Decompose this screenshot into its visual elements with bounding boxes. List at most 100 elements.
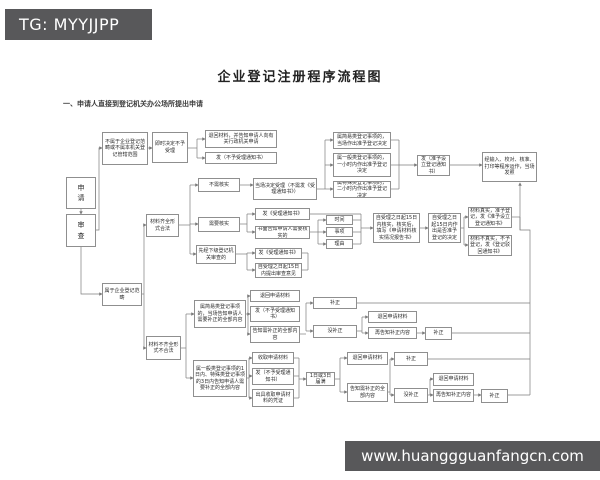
flow-node-label: 退回申请材料 (438, 376, 469, 383)
flow-node-label: 属特殊类登记事项的，二小时内作出准予登记决定 (336, 181, 387, 198)
flow-node-noacc2: 发（不予受理通知书） (250, 306, 300, 322)
flow-node-false: 材料不真实，不予登记，发《登记驳回通知书》 (468, 235, 512, 256)
flow-node-review: 审查 (66, 214, 96, 247)
flow-node-label: 发《受理通知书》 (258, 250, 299, 257)
flow-node-special: 属特殊类登记事项的，二小时内作出准予登记决定 (333, 181, 391, 198)
flow-node-immediate: 即时决定不予受理 (152, 132, 188, 163)
flow-node-label: 补正 (489, 392, 500, 399)
flow-node-simple: 属简易类登记事项的，当场作出准予登记决定 (333, 132, 391, 149)
flow-node-label: 先经下级登记机关审查的 (198, 248, 234, 261)
flow-node-noaccept1: 发（不予受理通知书） (205, 152, 277, 164)
flow-node-label: 属一般类登记事项的1日内、特殊类登记事项的3日内告知申请人需要补正的全部内容 (195, 365, 246, 392)
flow-node-label: 申请 (77, 183, 85, 203)
watermark-bottom-banner: www.huanggguanfangcn.com (345, 441, 600, 471)
flow-node-needverify: 需要核实 (198, 217, 240, 232)
flow-node-receipt: 出具收取申请材料的凭证 (252, 389, 294, 407)
flow-node-scope: 属于企业登记范畴 (102, 283, 142, 306)
flow-node-decide15: 自受理之日起15日内作出是否准予登记的决定 (428, 213, 461, 243)
flow-node-label: 发《受理通知书》 (262, 210, 303, 217)
flow-node-expire: 1日或3日届满 (306, 372, 335, 386)
flow-node-label: 退回申请材料 (352, 355, 383, 362)
flow-node-label: 没补正 (403, 392, 419, 399)
flow-node-label: 材料不真实，不予登记，发《登记驳回通知书》 (470, 235, 511, 255)
flow-node-label: 自受理之日起15日内提出审查意见 (257, 264, 300, 277)
flow-node-label: 材料真实，准予登记，发《准予设立登记通知书》 (470, 207, 511, 227)
flow-node-label: 发（不予受理通知书） (255, 370, 291, 383)
flow-node-fix2: 补正 (425, 327, 452, 340)
flow-node-notscope: 不属于企业登记范畴或不属本机关登记管辖范围 (102, 132, 148, 165)
flow-node-label: 材料不齐全形式不合法 (148, 341, 179, 355)
flow-node-label: 出具收取申请材料的凭证 (255, 391, 291, 405)
flow-node-label: 材料齐全形式合法 (149, 219, 175, 232)
flow-node-noacc3: 发（不予受理通知书） (252, 368, 294, 385)
flow-node-label: 退回申请材料 (259, 292, 290, 299)
flow-node-label: 当场决定受理（不需发《受理通知书》） (255, 182, 316, 196)
flow-node-label: 再告知补正内容 (374, 329, 410, 336)
flow-node-time: 时间 (326, 215, 353, 225)
flow-node-label: 不属于企业登记范畴或不属本机关登记管辖范围 (104, 138, 145, 158)
flow-node-label: 补正 (329, 299, 340, 306)
flow-node-label: 理由 (334, 240, 345, 247)
flow-node-apprnotice: 发（准予设立登记通知书） (417, 155, 450, 176)
flow-node-retm4: 退回申请材料 (433, 373, 474, 386)
flow-node-label: 发（不予受理通知书） (254, 307, 295, 321)
flow-node-label: 告知需补正的全部内容 (252, 328, 298, 341)
flow-node-fix1: 补正 (313, 297, 357, 309)
flow-node-retm2: 退回申请材料 (368, 311, 417, 323)
flow-node-label: 告知需补正的全部内容 (349, 386, 385, 399)
flow-node-label: 属简易类登记事项的，当场告知申请人需要补正的全部内容 (197, 304, 243, 324)
flow-node-onspot: 当场决定受理（不需发《受理通知书》） (253, 178, 317, 200)
flow-node-label: 发（不予受理通知书） (215, 154, 266, 161)
flow-node-label: 需要核实 (208, 221, 229, 228)
flow-node-label: 即时决定不予受理 (154, 141, 185, 154)
flow-node-simpletell: 属简易类登记事项的，当场告知申请人需要补正的全部内容 (194, 300, 246, 328)
flow-node-acceptnotice1: 发《受理通知书》 (255, 208, 310, 220)
flow-node-true: 材料真实，准予登记，发《准予设立登记通知书》 (468, 207, 512, 228)
flow-node-nofix1: 没补正 (313, 325, 357, 338)
flow-node-tell2: 告知需补正的全部内容 (347, 383, 388, 402)
watermark-top-banner: TG: MYYJJPP (5, 9, 152, 40)
flow-node-general: 属一般类登记事项的，一小时内作出准予登记决定 (333, 153, 391, 177)
flow-node-noverify: 不需核实 (198, 178, 240, 192)
flow-node-label: 书面告知申请人需要核实的 (257, 226, 308, 239)
flow-node-label: 事项 (334, 228, 345, 235)
flow-node-license: 经输入、校对、核准、打印等程序运作，当场发照 (482, 152, 537, 182)
flow-node-label: 补正 (433, 330, 444, 337)
flow-node-bad: 材料不齐全形式不合法 (146, 336, 181, 360)
flow-node-ok: 材料齐全形式合法 (146, 214, 179, 237)
flow-node-opinion: 自受理之日起15日内提出审查意见 (255, 263, 302, 278)
flow-node-label: 再告知补正内容 (435, 392, 471, 399)
flow-node-label: 自受理之日起15日内作出是否准予登记的决定 (431, 215, 458, 241)
flow-node-retm1: 退回申请材料 (250, 290, 300, 302)
flow-node-acceptnotice2: 发《受理通知书》 (255, 248, 302, 259)
page-title: 企业登记注册程序流程图 (217, 69, 383, 84)
flow-node-label: 属简易类登记事项的，当场作出准予登记决定 (336, 134, 387, 147)
flow-node-again1: 再告知补正内容 (368, 327, 417, 339)
flow-node-label: 1日或3日届满 (309, 372, 332, 385)
flow-node-tell1: 告知需补正的全部内容 (250, 326, 300, 343)
flow-node-label: 属一般类登记事项的，一小时内作出准予登记决定 (336, 155, 387, 175)
flow-node-label: 补正 (405, 355, 416, 362)
flow-node-lower: 先经下级登记机关审查的 (196, 245, 236, 264)
flow-node-nofix2: 没补正 (394, 388, 428, 403)
flow-node-label: 审查 (77, 221, 85, 240)
flow-node-apply: 申请 (66, 177, 96, 209)
flow-node-label: 时间 (334, 216, 345, 223)
flow-node-label: 退回申请材料 (377, 313, 408, 320)
flow-node-label: 收取申请材料 (257, 354, 288, 361)
flow-node-label: 不需核实 (208, 181, 229, 188)
flow-node-fix3: 补正 (394, 352, 428, 366)
flow-node-again2: 再告知补正内容 (433, 389, 474, 402)
flow-node-label: 经输入、校对、核准、打印等程序运作，当场发照 (484, 157, 535, 177)
flow-node-verify15: 自受理之日起15日内核实，核实后，填写《申请材料核实情况报告书》 (373, 213, 420, 243)
flow-node-label: 发（准予设立登记通知书） (420, 155, 446, 175)
flow-node-written: 书面告知申请人需要核实的 (255, 226, 310, 239)
flow-node-label: 属于企业登记范畴 (104, 288, 140, 301)
flow-node-label: 退回材料，并告知申请人向有关行政机关申请 (208, 132, 274, 146)
flow-node-collect: 收取申请材料 (252, 352, 294, 364)
flow-node-label: 自受理之日起15日内核实，核实后，填写《申请材料核实情况报告书》 (375, 215, 418, 241)
flow-node-reason: 理由 (326, 239, 353, 249)
flow-node-item: 事项 (326, 227, 353, 237)
